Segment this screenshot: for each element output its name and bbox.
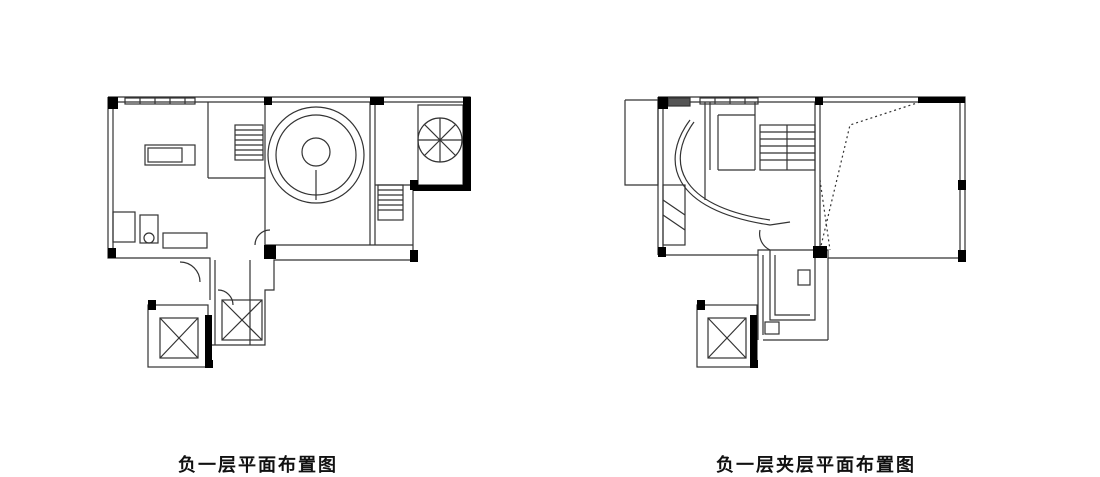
mezzanine-wall-columns	[658, 97, 966, 368]
basement-floor-plan-caption: 负一层平面布置图	[178, 455, 338, 476]
basement-wall-columns	[108, 97, 471, 368]
mezzanine-floor-plan-caption: 负一层夹层平面布置图	[716, 455, 916, 476]
mezzanine-floor-plan	[624, 96, 966, 368]
basement-floor-plan	[107, 96, 471, 368]
